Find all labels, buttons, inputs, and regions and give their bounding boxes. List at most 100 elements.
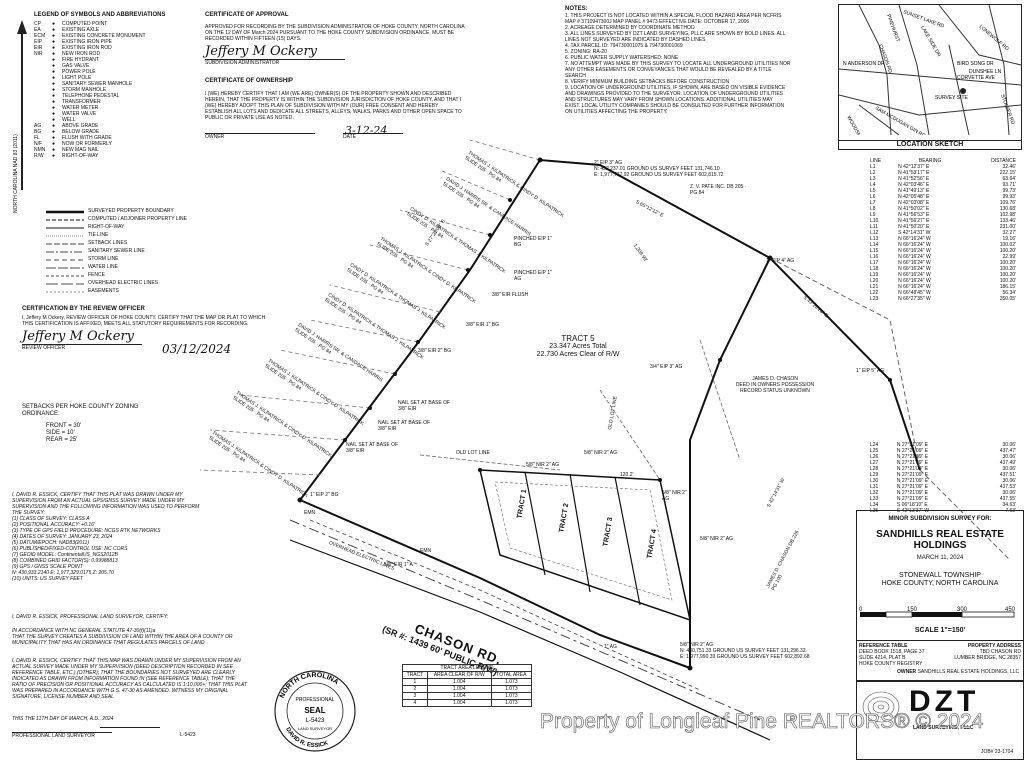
line-id: L33 bbox=[870, 496, 879, 502]
eir-2bg: 3/8" EIR 2" BG bbox=[418, 348, 452, 354]
surveyor-cert-line: N: 430,933.2140 E: 1,977,329.0175 Z: 205… bbox=[12, 570, 114, 576]
adjoiner-right-status: RECORD STATUS UNKNOWN bbox=[740, 388, 810, 394]
legend-desc: FIRE HYDRANT bbox=[62, 57, 99, 63]
legend-symbol-icon: ● bbox=[52, 81, 56, 87]
location-map: SUNSET LAKE RD LAKE SIDE DR PINEHURST LO… bbox=[838, 4, 1022, 152]
addr-line-2: LUMBER BRIDGE, NC 28357 bbox=[954, 655, 1021, 661]
legend-symbol-icon: ● bbox=[52, 27, 56, 33]
legend-code: N/F bbox=[34, 141, 43, 147]
legend-desc: POWER POLE bbox=[62, 69, 96, 75]
area-tract: 2 bbox=[402, 685, 428, 693]
legend-code: NIR bbox=[34, 51, 43, 57]
surveyor-cert-line: I, DAVID R. ESSICK, CERTIFY THAT THIS PL… bbox=[12, 492, 183, 498]
legend-code: EIR bbox=[34, 45, 43, 51]
line-id: L11 bbox=[870, 224, 878, 230]
line-bearing: N 41°53'17" E bbox=[898, 170, 930, 176]
line-legend-label: TIE LINE bbox=[88, 232, 109, 238]
legend-item: ●SANITARY SEWER MANHOLE bbox=[34, 81, 190, 87]
ep-label: EP bbox=[790, 716, 797, 722]
legend-symbol-icon: ● bbox=[52, 135, 56, 141]
line-distance: 437.55' bbox=[999, 496, 1016, 502]
svg-text:CORVETTE AVE: CORVETTE AVE bbox=[957, 75, 996, 81]
line-bearing: N 41°56'27" E bbox=[898, 218, 930, 224]
pinched-1: PINCHED EIP 1" BG bbox=[514, 236, 552, 248]
area-tract: 1 bbox=[402, 678, 428, 686]
legend-item: EIP●EXISTING IRON PIPE bbox=[34, 39, 190, 45]
line-id: L23 bbox=[870, 296, 879, 302]
notes-lines: 1. THIS PROJECT IS NOT LOCATED WITHIN A … bbox=[565, 13, 835, 115]
line-distance: 93.71' bbox=[1002, 182, 1016, 188]
seal-inner-1: PROFESSIONAL bbox=[296, 697, 335, 703]
distance-col-header: DISTANCE bbox=[991, 158, 1016, 164]
legend-item: AG●ABOVE GRADE bbox=[34, 123, 190, 129]
approval-signature: Jeffery M Ockery bbox=[205, 44, 318, 59]
ref-line-1: DEED BOOK 1518, PAGE 37 bbox=[859, 649, 925, 655]
line-id: L9 bbox=[870, 212, 876, 218]
line-distance: 437.49' bbox=[999, 460, 1016, 466]
reference-table: REFERENCE TABLE DEED BOOK 1518, PAGE 37 … bbox=[859, 643, 925, 667]
client-line-2: HOLDINGS bbox=[913, 540, 967, 551]
watermark: Property of Longleaf Pine REALTORS® © 20… bbox=[540, 710, 984, 734]
owner-name: SANDHILLS REAL ESTATE HOLDINGS, LLC bbox=[917, 669, 1020, 675]
line-legend-label: SURVEYED PROPERTY BOUNDARY bbox=[88, 208, 174, 214]
drawn-cert-line: SIGNATURE, LICENSE NUMBER AND SEAL bbox=[12, 694, 114, 700]
legend-symbol-icon: ● bbox=[52, 51, 56, 57]
line-id: L10 bbox=[870, 218, 879, 224]
legend-symbol-icon: ● bbox=[52, 69, 56, 75]
line-bearing: N 27°21'09" E bbox=[896, 466, 929, 472]
line-distance: 100.20' bbox=[999, 266, 1016, 272]
line-distance: 32.27' bbox=[1002, 230, 1016, 236]
line-bearing: N 66°16'24" W bbox=[898, 254, 931, 260]
note-line: ANY OTHER EASEMENTS OR CONVEYANCES THAT … bbox=[565, 67, 772, 73]
surveyor-cert-line: SUPERVISION AND THE FOLLOWING INFORMATIO… bbox=[12, 504, 200, 510]
nail-3: NAIL SET AT BASE OF 3/8" EIR bbox=[346, 442, 399, 454]
surveyor-cert-line: (3) TYPE OF GPS FIELD PROCEDURE: NCGS RT… bbox=[12, 528, 161, 534]
legend-desc: LIGHT POLE bbox=[62, 75, 92, 81]
line-id: L20 bbox=[870, 278, 879, 284]
ref-title: REFERENCE TABLE bbox=[859, 643, 908, 649]
bearing-col-header: BEARING bbox=[918, 158, 942, 164]
approval-role: SUBDIVISION ADMINISTRATOR bbox=[205, 59, 345, 66]
legend-item: ●WELL bbox=[34, 117, 190, 123]
note-line: SEARCH bbox=[565, 73, 586, 79]
legend-desc: TRANSFORMER bbox=[62, 99, 101, 105]
line-distance: 32.46' bbox=[1002, 164, 1016, 170]
line-distance: 109.76' bbox=[999, 200, 1016, 206]
legend-symbol-icon: ● bbox=[52, 63, 56, 69]
area-header-total: TOTAL AREA bbox=[490, 671, 533, 679]
line-bearing: S 42°13'37" W bbox=[896, 508, 930, 514]
line-id: L21 bbox=[870, 284, 879, 290]
line-legend-label: STORM LINE bbox=[88, 256, 119, 262]
legend-desc: STORM MANHOLE bbox=[62, 87, 107, 93]
legend-code: BG bbox=[34, 129, 42, 135]
line-id: L22 bbox=[870, 290, 879, 296]
job-number: JOB# 23-1704 bbox=[981, 749, 1014, 755]
legend-symbol-icon: ● bbox=[52, 99, 56, 105]
line-bearing: N 66°16'24" W bbox=[898, 266, 931, 272]
surveyor-cert-line: SUPERVISION FROM AN ACTUAL GPS/GNSS SURV… bbox=[12, 498, 185, 504]
legend-desc: EXISTING IRON ROD bbox=[62, 45, 112, 51]
surveyor-cert-line: (4) DATES OF SURVEY: JANUARY 23, 2024 bbox=[12, 534, 113, 540]
line-legend-label: OVERHEAD ELECTRIC LINES bbox=[88, 280, 159, 286]
topo-logo-icon bbox=[862, 691, 900, 723]
line-styles-icon bbox=[46, 210, 84, 293]
approval-title: CERTIFICATE OF APPROVAL bbox=[205, 12, 289, 18]
line-id: L5 bbox=[870, 188, 876, 194]
drawn-cert-line: INDICATED AS DRAWN FROM INFORMATION FOUN… bbox=[12, 676, 235, 682]
